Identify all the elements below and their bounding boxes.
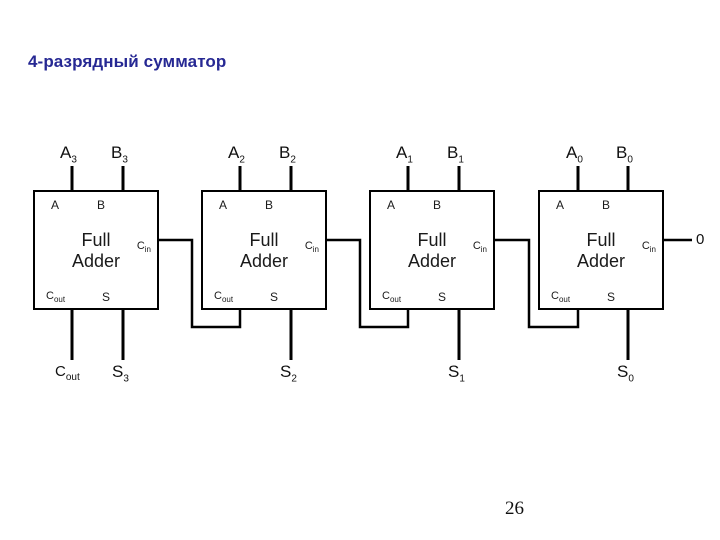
full-adder-bit-1[interactable]: Full Adder A B Cin Cout S bbox=[369, 190, 495, 310]
output-label-s3: S3 bbox=[112, 362, 129, 385]
wire-carry-2-to-3 bbox=[159, 238, 242, 329]
full-adder-label: Full Adder bbox=[407, 230, 457, 271]
port-b-label: B bbox=[265, 198, 274, 212]
input-label-a0: A0 bbox=[566, 143, 583, 166]
input-label-a3: A3 bbox=[60, 143, 77, 166]
port-cout-label: Cout bbox=[551, 289, 571, 304]
port-s-label: S bbox=[102, 290, 111, 304]
port-s-label: S bbox=[607, 290, 616, 304]
input-label-b0: B0 bbox=[616, 143, 633, 166]
port-a-label: A bbox=[51, 198, 60, 212]
port-s-label: S bbox=[270, 290, 279, 304]
port-a-label: A bbox=[387, 198, 396, 212]
port-b-label: B bbox=[602, 198, 611, 212]
output-label-s0: S0 bbox=[617, 362, 634, 385]
wire-carry-0-to-1 bbox=[495, 238, 580, 329]
carry-in-zero-label: 0 bbox=[696, 231, 705, 248]
input-label-b2: B2 bbox=[279, 143, 296, 166]
full-adder-bit-2[interactable]: Full Adder A B Cin Cout S bbox=[201, 190, 327, 310]
port-s-label: S bbox=[438, 290, 447, 304]
port-a-label: A bbox=[556, 198, 565, 212]
full-adder-bit-3[interactable]: Full Adder A B Cin Cout S bbox=[33, 190, 159, 310]
output-label-s2: S2 bbox=[280, 362, 297, 385]
port-b-label: B bbox=[433, 198, 442, 212]
input-label-a2: A2 bbox=[228, 143, 245, 166]
full-adder-label: Full Adder bbox=[576, 230, 626, 271]
port-cin-label: Cin bbox=[641, 240, 656, 255]
input-label-b1: B1 bbox=[447, 143, 464, 166]
wire-carry-1-to-2 bbox=[327, 238, 410, 329]
port-cout-label: Cout bbox=[214, 289, 234, 304]
port-cin-label: Cin bbox=[136, 240, 151, 255]
full-adder-label: Full Adder bbox=[71, 230, 121, 271]
port-cin-label: Cin bbox=[472, 240, 487, 255]
page-title: 4-разрядный сумматор bbox=[28, 52, 227, 71]
full-adder-label: Full Adder bbox=[239, 230, 289, 271]
input-label-a1: A1 bbox=[396, 143, 413, 166]
port-cout-label: Cout bbox=[382, 289, 402, 304]
full-adder-bit-0[interactable]: Full Adder A B Cin Cout S bbox=[538, 190, 664, 310]
port-b-label: B bbox=[97, 198, 106, 212]
port-a-label: A bbox=[219, 198, 228, 212]
output-label-s1: S1 bbox=[448, 362, 465, 385]
port-cout-label: Cout bbox=[46, 289, 66, 304]
input-label-b3: B3 bbox=[111, 143, 128, 166]
output-label-cout: Cout bbox=[55, 363, 80, 383]
page-number: 26 bbox=[505, 498, 524, 519]
port-cin-label: Cin bbox=[304, 240, 319, 255]
